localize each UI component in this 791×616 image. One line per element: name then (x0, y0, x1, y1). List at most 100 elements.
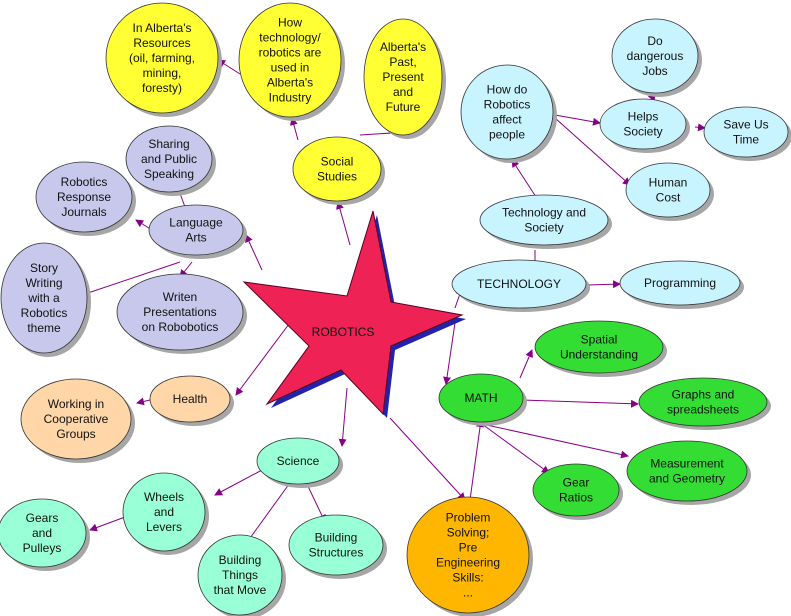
node-ellipse (20, 378, 132, 460)
node-label-line: Speaking (144, 167, 194, 181)
node-ellipse (35, 161, 133, 233)
link-technology-programming (587, 280, 621, 289)
link-robotics-problem (389, 417, 466, 501)
link-language-story (81, 261, 181, 297)
star-shape (242, 210, 464, 416)
node-label-line: Writing (25, 276, 62, 290)
node-ellipse (532, 463, 620, 517)
node-ellipse (116, 273, 244, 351)
node-technology: TECHNOLOGY (451, 259, 590, 312)
node-label-line: Language (169, 216, 223, 230)
node-label-line: In Alberta's (133, 21, 192, 35)
node-label-line: people (489, 128, 525, 142)
node-label-line: Building (219, 553, 262, 567)
node-label-line: Time (733, 133, 760, 147)
node-ellipse (479, 194, 609, 246)
node-label-line: and Public (141, 152, 197, 166)
node-label-line: Solving; (447, 526, 490, 540)
node-label-line: Spatial (581, 333, 618, 347)
node-label-line: Helps (628, 110, 659, 124)
link-math-gears (481, 423, 550, 474)
node-ellipse (638, 377, 768, 427)
node-label-line: MATH (464, 391, 497, 405)
node-ellipse (626, 440, 748, 502)
node-label-line: Health (173, 392, 208, 406)
node-label-line: Writen (163, 290, 197, 304)
node-ellipse (438, 373, 524, 423)
node-label-line: ... (463, 586, 473, 600)
node-label-line: with a (27, 291, 60, 305)
node-ellipse (105, 2, 219, 114)
node-label-line: Cooperative (44, 412, 109, 426)
node-ellipse (0, 498, 87, 568)
node-label-line: Programming (644, 276, 716, 290)
node-math: MATH (438, 373, 527, 426)
node-label-line: How do (487, 83, 528, 97)
node-label-line: Sharing (148, 137, 189, 151)
node-label-line: Gear (563, 476, 590, 490)
link-robotics-social (336, 201, 351, 246)
node-label-line: Skills: (452, 571, 483, 585)
node-ellipse (619, 260, 741, 306)
node-label-line: Levers (146, 520, 182, 534)
robotics-star: ROBOTICS (242, 210, 466, 418)
node-label-line: Resources (133, 36, 190, 50)
node-label-line: Future (386, 100, 421, 114)
link-wheels-gears (89, 516, 126, 532)
node-label-line: (oil, farming, (129, 51, 195, 65)
node-label-line: Story (30, 261, 58, 275)
node-label-line: Technology and (502, 206, 586, 220)
node-label-line: How (278, 16, 302, 30)
node-ellipse (534, 320, 664, 374)
node-label-line: spreadsheets (667, 403, 739, 417)
link-science-move (244, 479, 293, 546)
node-label-line: Do (647, 34, 663, 48)
node-label-line: Journals (61, 205, 106, 219)
node-label-line: Science (277, 454, 320, 468)
node-ellipse (292, 136, 382, 202)
node-label-line: Groups (56, 427, 95, 441)
node-label-line: Ratios (559, 491, 593, 505)
node-label-line: Pre (459, 541, 478, 555)
robotics-label: ROBOTICS (312, 325, 375, 339)
node-label-line: dangerous (627, 49, 684, 63)
node-ellipse (122, 472, 206, 552)
connector-links (81, 59, 706, 546)
node-label-line: and Geometry (649, 472, 725, 486)
node-ellipse (256, 437, 340, 485)
node-label-line: Pulleys (23, 541, 62, 555)
node-ellipse (288, 514, 384, 576)
node-label-line: Robotics (484, 98, 531, 112)
node-label-line: Working in (48, 397, 104, 411)
node-label-line: used in (271, 61, 310, 75)
node-health: Health (149, 375, 234, 426)
node-label-line: and (154, 505, 174, 519)
link-affect-human (554, 117, 631, 186)
node-label-line: Studies (317, 170, 357, 184)
node-label-line: technology/ (259, 31, 321, 45)
node-label-line: Engineering (436, 556, 500, 570)
node-label-line: Alberta's (380, 40, 426, 54)
node-label-line: Measurement (650, 457, 724, 471)
link-health-coop (136, 397, 151, 406)
node-ellipse (363, 18, 443, 136)
node-ellipse (611, 18, 699, 94)
node-ellipse (238, 2, 342, 118)
node-label-line: mining, (143, 66, 182, 80)
node-label-line: Society (524, 221, 563, 235)
node-label-line: Understanding (560, 348, 638, 362)
